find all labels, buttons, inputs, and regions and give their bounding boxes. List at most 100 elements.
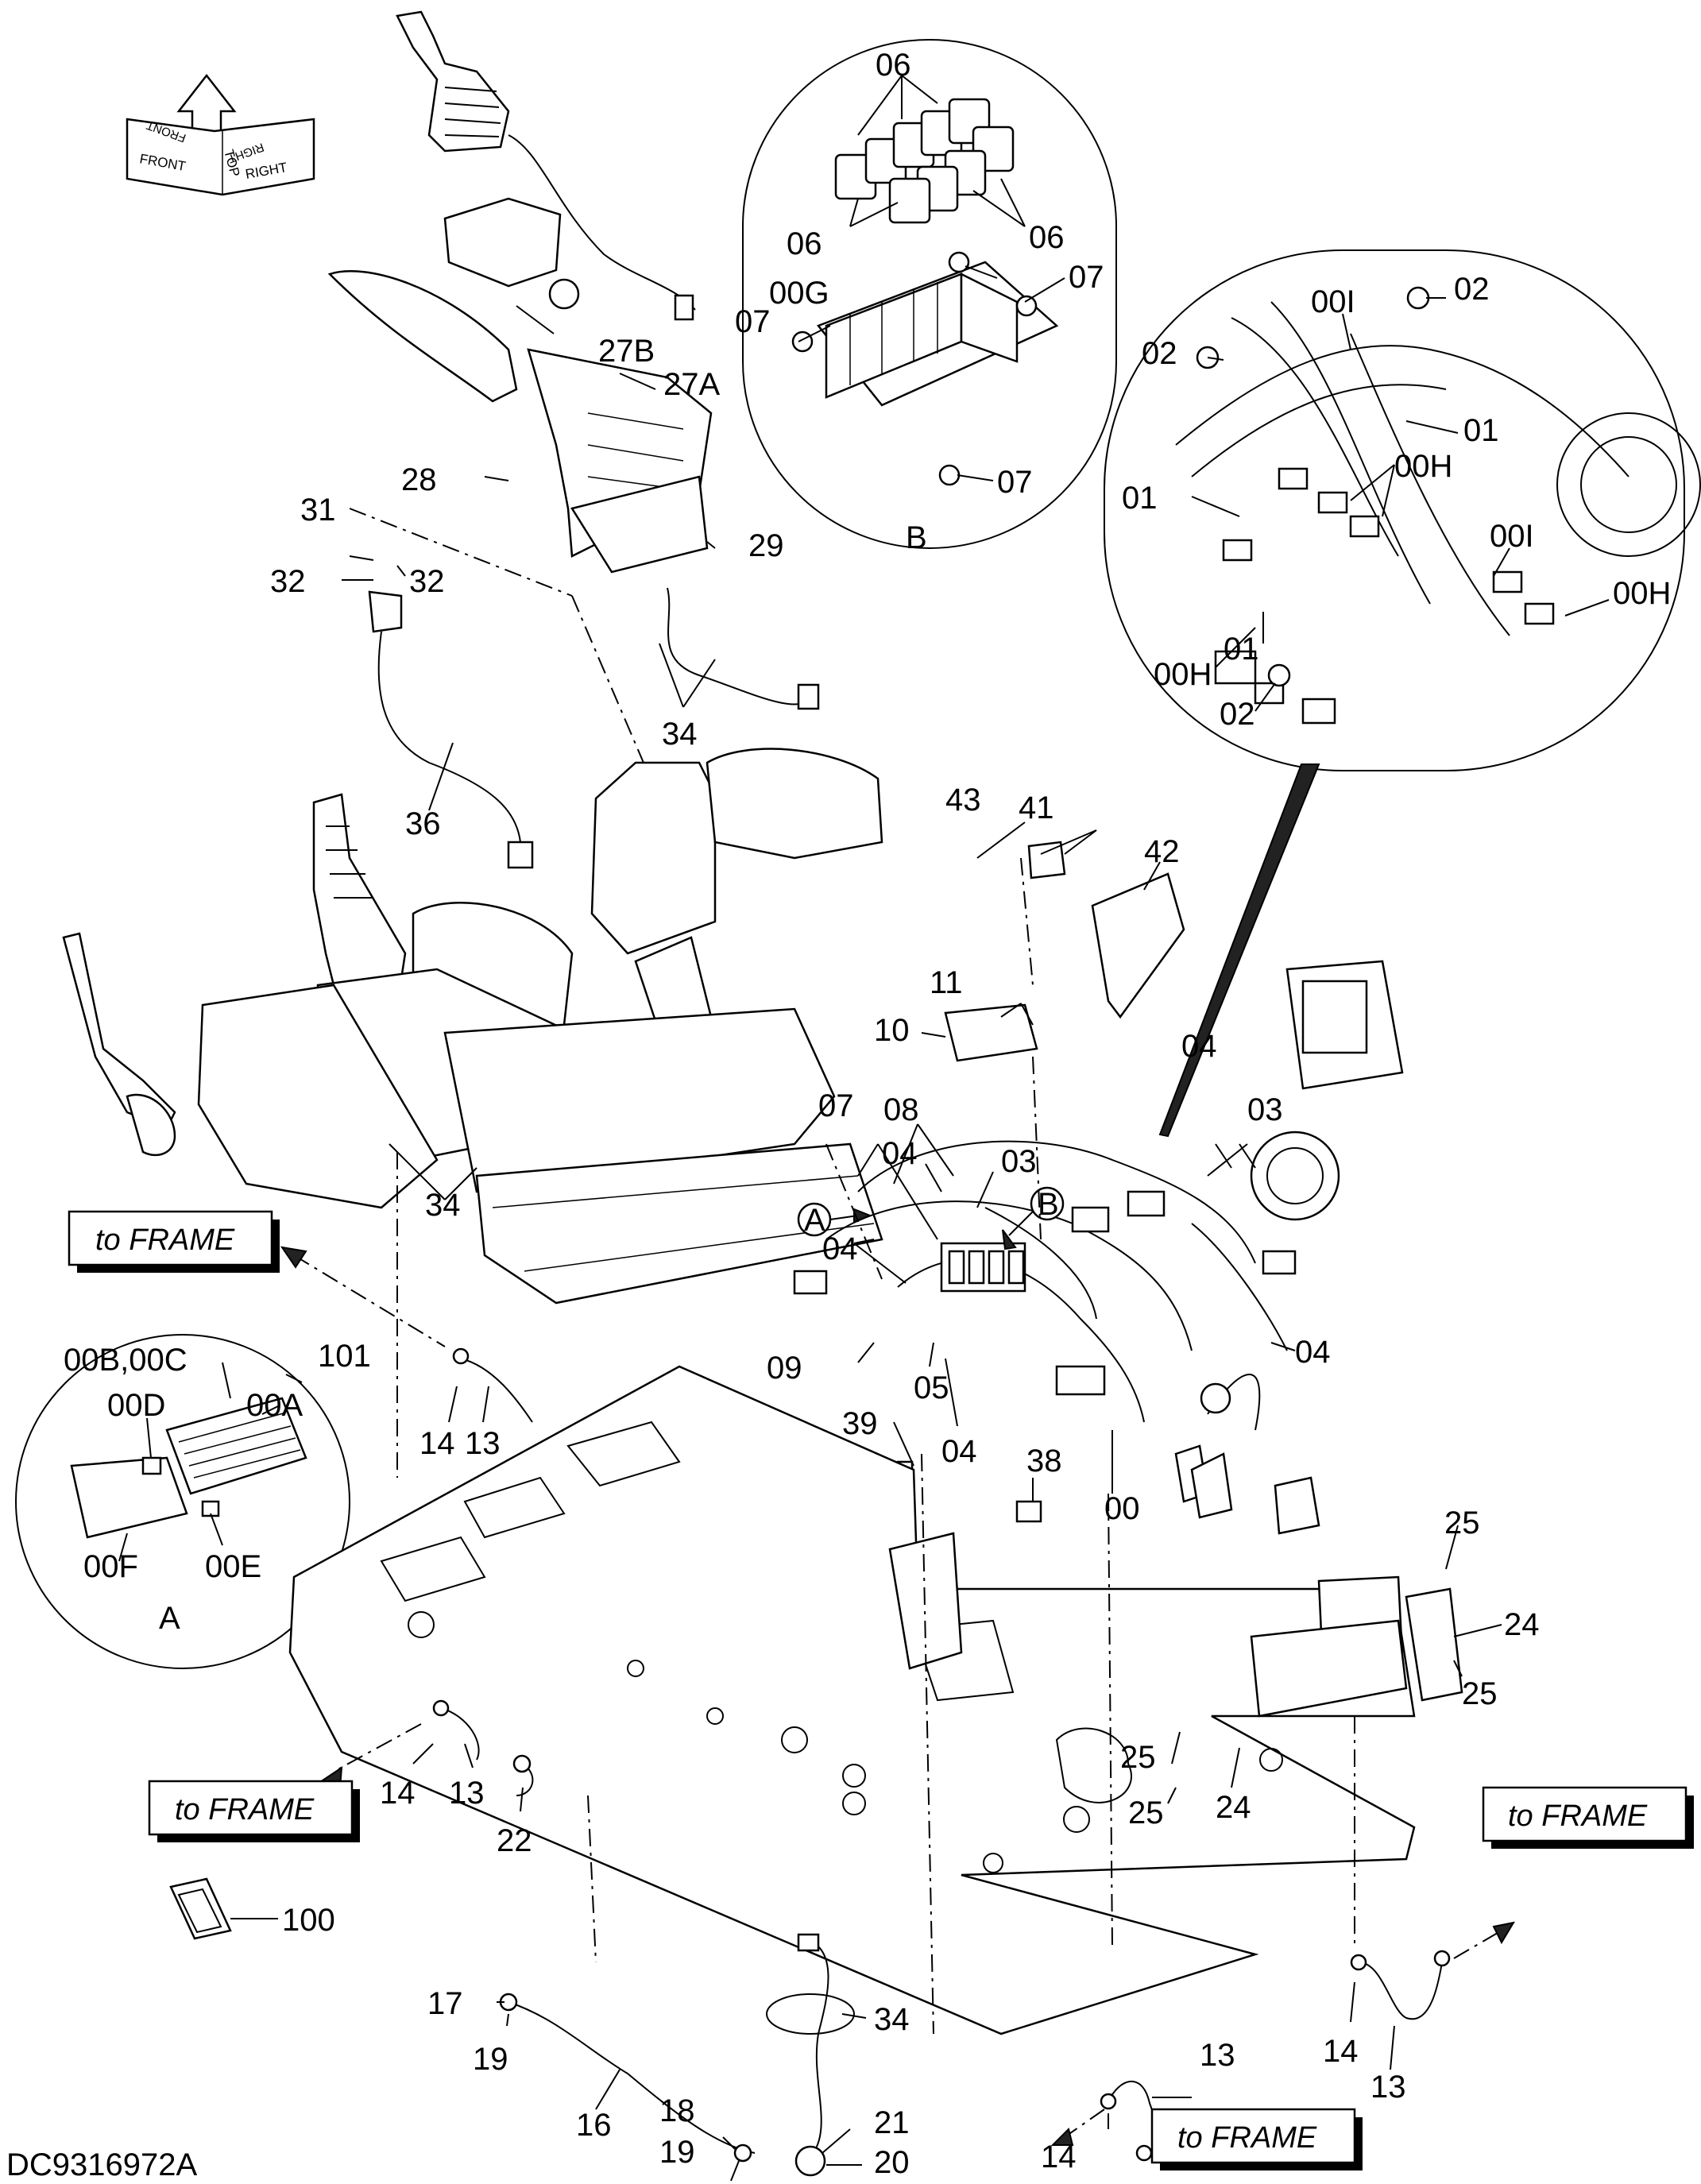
seat-consoles: 34 — [62, 748, 883, 1305]
callout-05: 05 — [914, 1370, 949, 1405]
callout-38: 38 — [1026, 1444, 1062, 1479]
callout-00B-00C: 00B,00C — [64, 1343, 187, 1378]
callout-04: 04 — [822, 1231, 858, 1266]
callout-00A: 00A — [246, 1388, 303, 1423]
callout-22: 22 — [497, 1823, 532, 1858]
callout-00H: 00H — [1154, 657, 1212, 692]
callout-27B: 27B — [598, 334, 655, 369]
callout-00I: 00I — [1490, 519, 1534, 554]
floor-plate: 25 24 25 25 25 24 — [288, 1365, 1540, 2035]
callout-13: 13 — [1370, 2070, 1406, 2105]
callout-27A: 27A — [663, 367, 720, 402]
detail-pointer — [1158, 763, 1320, 1138]
callout-07: 07 — [1069, 260, 1104, 295]
callout-100: 100 — [282, 1903, 335, 1938]
callout-18: 18 — [659, 2093, 695, 2128]
callout-00G: 00G — [769, 276, 829, 311]
guide-line — [571, 595, 644, 763]
frame-label-4: to FRAME — [1150, 2108, 1363, 2170]
detail-b-label: B — [906, 520, 927, 555]
callout-25: 25 — [1128, 1796, 1164, 1830]
callout-06: 06 — [1029, 220, 1065, 255]
callout-04: 04 — [882, 1136, 918, 1171]
callout-02: 02 — [1454, 272, 1490, 307]
callout-13: 13 — [1200, 2038, 1235, 2073]
callout-01: 01 — [1463, 413, 1499, 448]
guide-line — [349, 508, 573, 597]
svg-text:to FRAME: to FRAME — [1508, 1799, 1648, 1833]
callout-21: 21 — [874, 2105, 910, 2140]
callout-13: 13 — [465, 1426, 501, 1461]
callout-11: 11 — [930, 965, 963, 1000]
callout-02: 02 — [1142, 336, 1177, 371]
detail-b-marker: B — [1038, 1187, 1059, 1222]
callout-24: 24 — [1504, 1607, 1540, 1642]
callout-00H: 00H — [1394, 449, 1452, 484]
callout-32: 32 — [270, 564, 306, 599]
upper-console-assembly: 27B 27A 28 29 31 32 32 34 36 — [270, 10, 820, 869]
callout-06: 06 — [876, 48, 911, 83]
callout-03: 03 — [1247, 1092, 1283, 1127]
callout-25: 25 — [1444, 1506, 1480, 1540]
callout-19: 19 — [473, 2042, 508, 2077]
callout-28: 28 — [401, 462, 437, 497]
frame-label-3: to FRAME — [1482, 1786, 1694, 1849]
bottom-harness: 17 19 16 18 19 34 21 20 — [427, 1933, 910, 2182]
callout-25: 25 — [1120, 1740, 1156, 1775]
harness-assembly: 43 41 42 11 10 04 03 07 08 04 03 A B 04 … — [767, 783, 1404, 1526]
svg-text:to FRAME: to FRAME — [175, 1793, 315, 1826]
sticker-100: 100 — [169, 1877, 335, 1940]
detail-connector-view: 00I 02 02 01 00H 01 00I 00H 01 00H 02 — [1104, 249, 1701, 771]
callout-04: 04 — [941, 1434, 977, 1469]
callout-01: 01 — [1224, 632, 1259, 667]
callout-25: 25 — [1462, 1676, 1498, 1711]
callout-43: 43 — [945, 783, 981, 818]
callout-00D: 00D — [107, 1388, 165, 1423]
ground-cables: 14 13 14 13 22 14 13 14 13 — [380, 1347, 1451, 2174]
callout-24: 24 — [1216, 1790, 1251, 1825]
detail-a-switch: 00B,00C 101 00D 00A 00F 00E A — [15, 1334, 371, 1669]
callout-101: 101 — [318, 1339, 371, 1374]
callout-14: 14 — [419, 1426, 455, 1461]
callout-04: 04 — [1295, 1335, 1331, 1370]
callout-00H: 00H — [1613, 576, 1671, 611]
link-lines — [280, 857, 1516, 2146]
callout-14: 14 — [1323, 2034, 1359, 2069]
callout-00E: 00E — [205, 1549, 261, 1584]
callout-36: 36 — [405, 806, 441, 841]
callout-03: 03 — [1001, 1144, 1037, 1179]
frame-label-1: to FRAME — [68, 1210, 280, 1273]
callout-19: 19 — [659, 2135, 695, 2170]
callout-32: 32 — [409, 564, 445, 599]
callout-20: 20 — [874, 2145, 910, 2180]
callout-17: 17 — [427, 1986, 463, 2021]
callout-02: 02 — [1220, 697, 1255, 732]
callout-07: 07 — [735, 304, 771, 339]
callout-09: 09 — [767, 1351, 802, 1386]
callout-07: 07 — [997, 465, 1033, 500]
svg-text:to FRAME: to FRAME — [1177, 2121, 1317, 2155]
orientation-symbol: TOP FRONT RIGHT FRONT RIGHT — [126, 73, 315, 196]
callout-10: 10 — [874, 1013, 910, 1048]
callout-42: 42 — [1144, 834, 1180, 869]
callout-16: 16 — [576, 2108, 612, 2143]
callout-08: 08 — [883, 1092, 919, 1127]
detail-b-relay-box: 06 06 06 07 00G 07 07 B — [735, 39, 1117, 555]
callout-14: 14 — [380, 1776, 416, 1811]
callout-06: 06 — [787, 226, 822, 261]
callout-13: 13 — [449, 1776, 485, 1811]
detail-a-marker: A — [804, 1203, 825, 1238]
callout-34: 34 — [874, 2002, 910, 2037]
callout-31: 31 — [300, 493, 336, 528]
callout-41: 41 — [1019, 790, 1054, 825]
callout-00I: 00I — [1311, 284, 1355, 319]
drawing-number: DC9316972A — [6, 2147, 197, 2182]
callout-29: 29 — [748, 528, 784, 563]
callout-00: 00 — [1104, 1491, 1140, 1526]
callout-39: 39 — [842, 1406, 878, 1441]
callout-04: 04 — [1181, 1029, 1217, 1064]
svg-text:to FRAME: to FRAME — [95, 1223, 235, 1257]
callout-00F: 00F — [83, 1549, 138, 1584]
callout-A: A — [159, 1601, 180, 1636]
